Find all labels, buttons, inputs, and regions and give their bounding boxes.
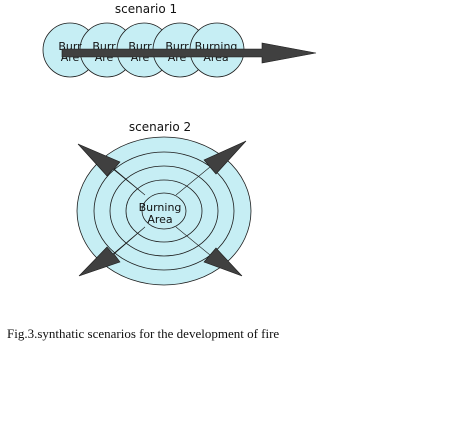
center-label-line1: Burning <box>139 201 182 214</box>
ring-inner <box>141 192 187 230</box>
figure-caption: Fig.3.synthatic scenarios for the develo… <box>7 326 280 341</box>
arrow-up-left <box>77 143 146 196</box>
scenario-1-title: scenario 1 <box>115 2 177 16</box>
scenario-2-title: scenario 2 <box>129 120 191 134</box>
center-label-line2: Area <box>147 213 172 226</box>
diagonal-arrows <box>77 140 247 277</box>
right-arrow <box>61 42 317 64</box>
arrow-down-left <box>78 226 146 277</box>
arrow-down-right <box>175 226 243 277</box>
arrow-up-right <box>175 140 247 196</box>
